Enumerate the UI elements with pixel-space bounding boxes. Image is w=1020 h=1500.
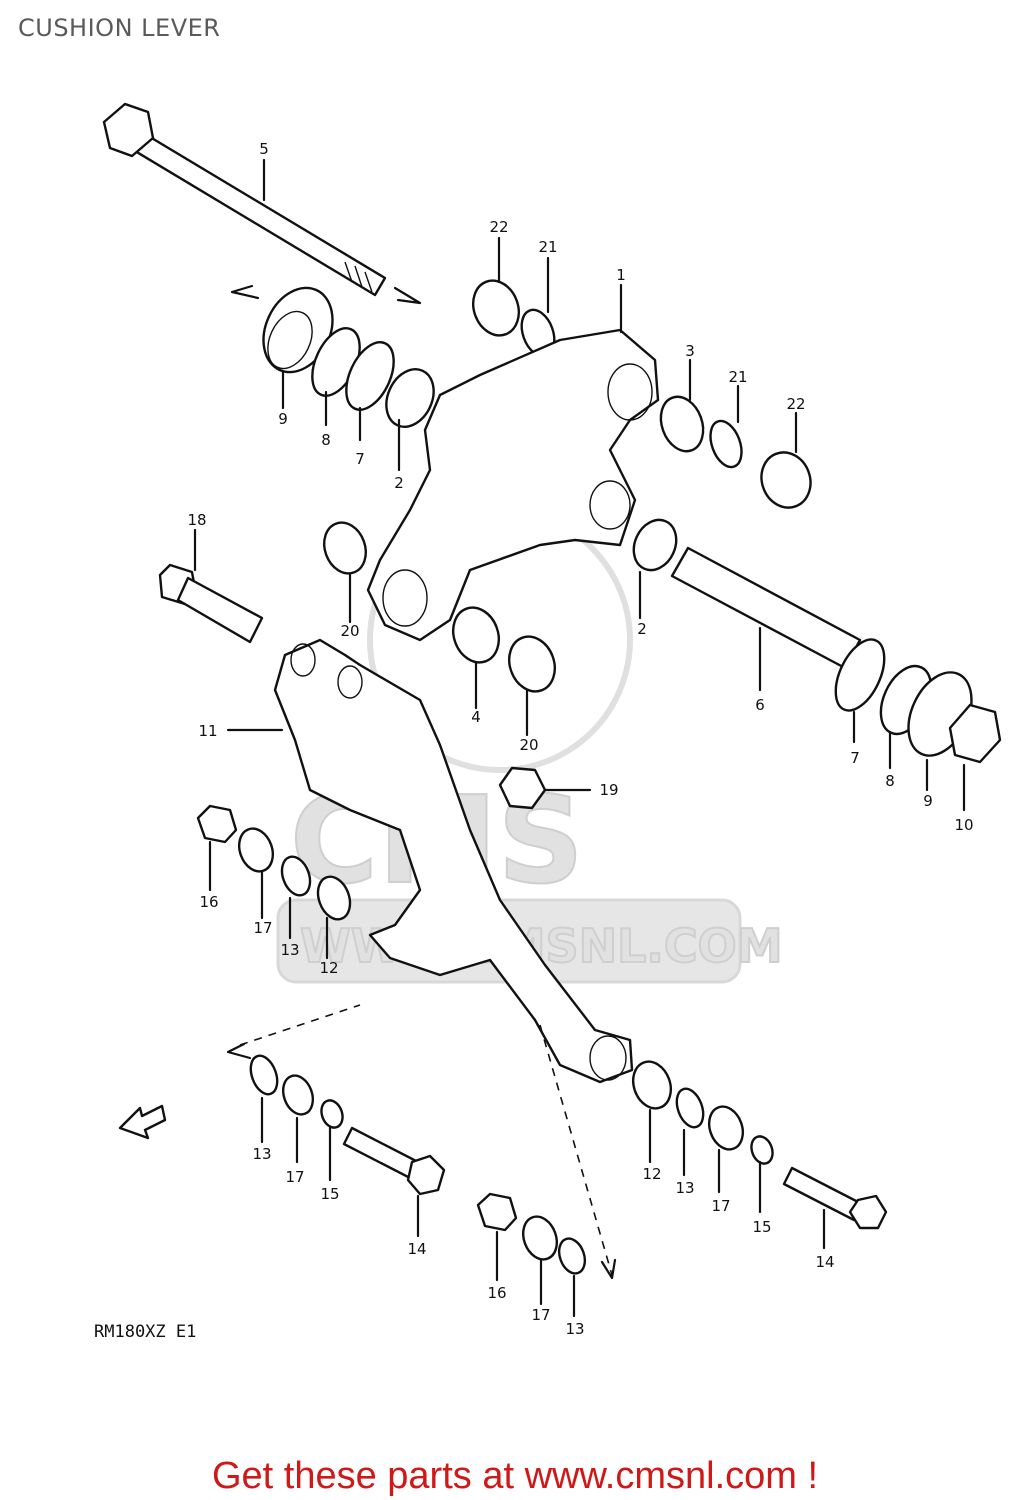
bolt-18 — [158, 563, 264, 644]
page-title: CUSHION LEVER — [18, 14, 221, 42]
spacer-4 — [452, 606, 500, 664]
callout-21-upper: 21 — [538, 238, 557, 256]
callout-1: 1 — [616, 266, 626, 284]
callout-18: 18 — [187, 511, 206, 529]
callout-3: 3 — [685, 342, 695, 360]
callout-7-right: 7 — [850, 749, 860, 767]
callout-17-lower-left: 17 — [285, 1168, 304, 1186]
callout-2-upper: 2 — [394, 474, 404, 492]
callout-8-upper: 8 — [321, 431, 331, 449]
front-arrow-icon — [118, 1104, 167, 1140]
callout-labels: 5 22 21 1 3 21 22 9 8 7 2 18 20 2 4 20 6… — [187, 140, 973, 1338]
callout-2-lower: 2 — [637, 620, 647, 638]
collar-22-upper — [472, 279, 520, 337]
callout-4: 4 — [471, 708, 481, 726]
callout-20-lower: 20 — [519, 736, 538, 754]
spacer-3 — [659, 395, 705, 453]
callout-22-right: 22 — [786, 395, 805, 413]
callout-13-bottom: 13 — [565, 1320, 584, 1338]
cushion-lever-body — [366, 328, 660, 642]
callout-7-upper: 7 — [355, 450, 365, 468]
collar-20-lower — [508, 635, 556, 693]
callout-13-lower-left: 13 — [252, 1145, 271, 1163]
callout-13-left: 13 — [280, 941, 299, 959]
collar-20-upper — [323, 521, 367, 575]
callout-21-right: 21 — [728, 368, 747, 386]
callout-15-right: 15 — [752, 1218, 771, 1236]
bushing-set-bottom — [476, 1192, 587, 1275]
hardware-lower-right — [631, 1060, 888, 1230]
circlip-21-right — [709, 419, 743, 469]
callout-15-left: 15 — [320, 1185, 339, 1203]
pivot-bolt — [102, 102, 387, 297]
bearing-2-lower — [632, 518, 678, 572]
callout-12-left: 12 — [319, 959, 338, 977]
footer-promo[interactable]: Get these parts at www.cmsnl.com ! — [211, 1455, 819, 1497]
model-code: RM180XZ E1 — [94, 1322, 196, 1342]
cushion-rod — [273, 638, 634, 1084]
callout-12-right: 12 — [642, 1165, 661, 1183]
leader-lines — [193, 158, 966, 1318]
shaft — [670, 546, 862, 670]
callout-9-right: 9 — [923, 792, 933, 810]
collar-22-right — [760, 451, 812, 509]
washer-stack-upper — [262, 286, 435, 428]
callout-17-left: 17 — [253, 919, 272, 937]
callout-13-right: 13 — [675, 1179, 694, 1197]
bushing-set-left — [196, 804, 352, 921]
callout-22-upper: 22 — [489, 218, 508, 236]
callout-8-right: 8 — [885, 772, 895, 790]
hardware-lower-left — [249, 1054, 446, 1196]
callout-20-upper: 20 — [340, 622, 359, 640]
callout-16-left: 16 — [199, 893, 218, 911]
callout-10: 10 — [954, 816, 973, 834]
callout-11: 11 — [198, 722, 217, 740]
callout-17-bottom: 17 — [531, 1306, 550, 1324]
callout-9-upper: 9 — [278, 410, 288, 428]
callout-5: 5 — [259, 140, 269, 158]
callout-16-bottom: 16 — [487, 1284, 506, 1302]
callout-6: 6 — [755, 696, 765, 714]
callout-14-left: 14 — [407, 1240, 426, 1258]
callout-19: 19 — [599, 781, 618, 799]
washer-stack-right — [834, 638, 1002, 764]
callout-17-right: 17 — [711, 1197, 730, 1215]
callout-14-right: 14 — [815, 1253, 834, 1271]
